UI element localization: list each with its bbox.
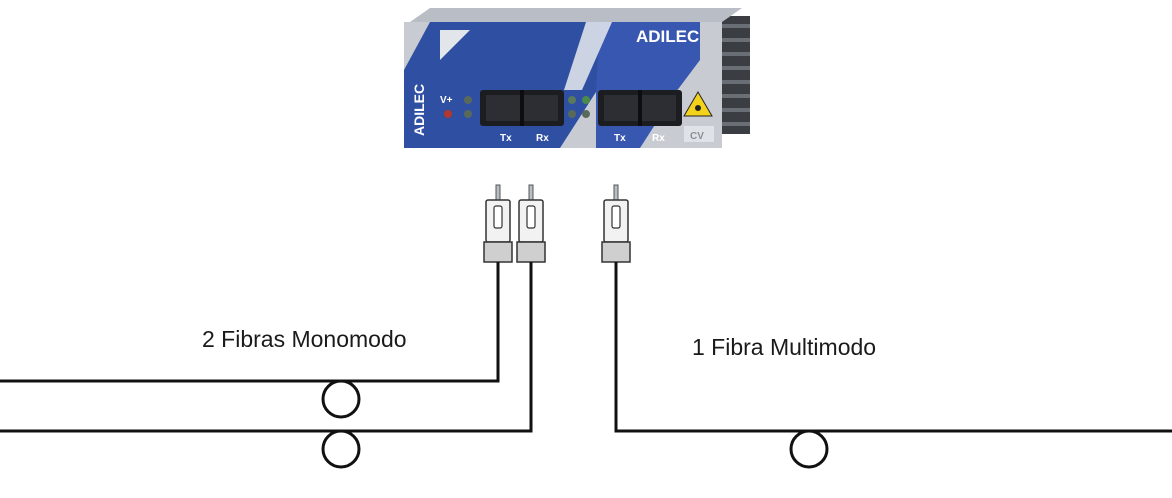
status-led-4: [568, 110, 576, 118]
fiber-port-1: [480, 90, 564, 126]
single-mode-fiber-label: 2 Fibras Monomodo: [202, 326, 407, 352]
port2-tx-label: Tx: [614, 133, 626, 144]
laser-warning-icon: [683, 91, 713, 117]
status-led-2: [464, 110, 472, 118]
fiber-coil-mono-2: [321, 429, 361, 469]
fiber-port-2: [598, 90, 682, 126]
fiber-line-mono-2: [0, 262, 533, 433]
device-highlight: [440, 30, 470, 60]
fiber-connector-multi: [601, 184, 631, 263]
device-top-face: [410, 8, 742, 22]
model-code-label: CV: [690, 131, 704, 142]
power-label: V+: [440, 95, 453, 106]
fiber-coil-multi: [789, 429, 829, 469]
port1-rx-label: Rx: [536, 133, 549, 144]
device-brand-top: ADILEC: [636, 27, 699, 46]
status-led-6: [582, 110, 590, 118]
status-led-1: [464, 96, 472, 104]
fiber-connector-mono-1: [483, 184, 513, 263]
status-led-5: [582, 96, 590, 104]
media-converter-device: ADILEC ADILEC V+ Tx Rx: [404, 8, 750, 148]
status-led-3: [568, 96, 576, 104]
fiber-line-mono-1: [0, 262, 500, 383]
fiber-coil-mono-1: [321, 379, 361, 419]
fiber-line-multi: [614, 262, 1172, 433]
port2-rx-label: Rx: [652, 133, 665, 144]
multi-mode-fiber-label: 1 Fibra Multimodo: [692, 334, 877, 360]
port1-tx-label: Tx: [500, 133, 512, 144]
device-brand-side: ADILEC: [411, 84, 427, 136]
fiber-connector-mono-2: [516, 184, 546, 263]
power-led: [444, 110, 452, 118]
